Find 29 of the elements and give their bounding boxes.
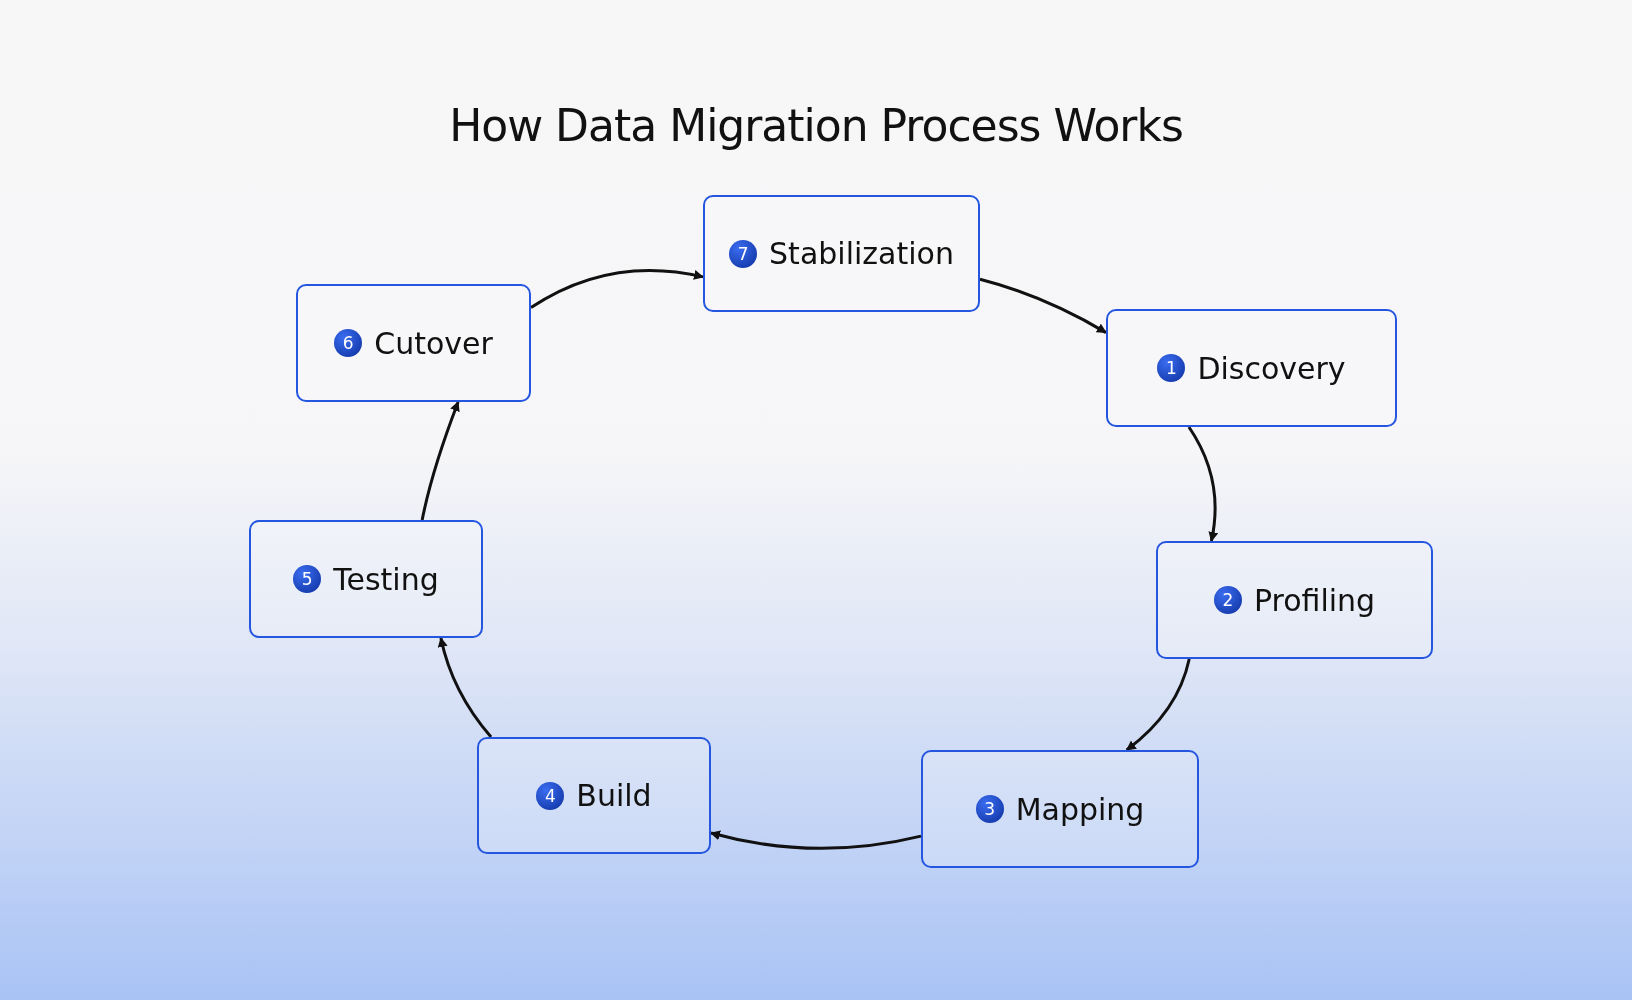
arrow (1125, 658, 1191, 752)
arrow (710, 830, 922, 850)
arrow (530, 269, 704, 309)
step-label: Mapping (1015, 791, 1145, 827)
arrow (1187, 426, 1218, 542)
arrow (420, 401, 460, 521)
step-number-badge: 6 (334, 329, 363, 357)
step-box (249, 520, 483, 638)
step-number-badge: 1 (1157, 354, 1186, 382)
step-label: Build (576, 778, 652, 813)
step-number-badge: 4 (536, 781, 565, 810)
step-box (296, 284, 531, 402)
step-box (1106, 309, 1397, 427)
step-number-badge: 2 (1213, 586, 1242, 614)
step-label: Profiling (1253, 582, 1376, 618)
arrow (979, 277, 1107, 334)
step-box (477, 737, 711, 854)
step-label: Testing (333, 561, 439, 597)
step-box (703, 195, 980, 312)
step-number-badge: 7 (729, 239, 758, 268)
step-label: Stabilization (769, 236, 954, 271)
step-box (921, 750, 1199, 868)
step-box (1156, 541, 1433, 659)
step-label: Cutover (374, 325, 493, 361)
step-number-badge: 5 (293, 565, 322, 593)
step-label: Discovery (1197, 350, 1346, 386)
arrow (438, 637, 493, 738)
diagram-title: How Data Migration Process Works (448, 100, 1184, 151)
step-number-badge: 3 (975, 795, 1004, 823)
